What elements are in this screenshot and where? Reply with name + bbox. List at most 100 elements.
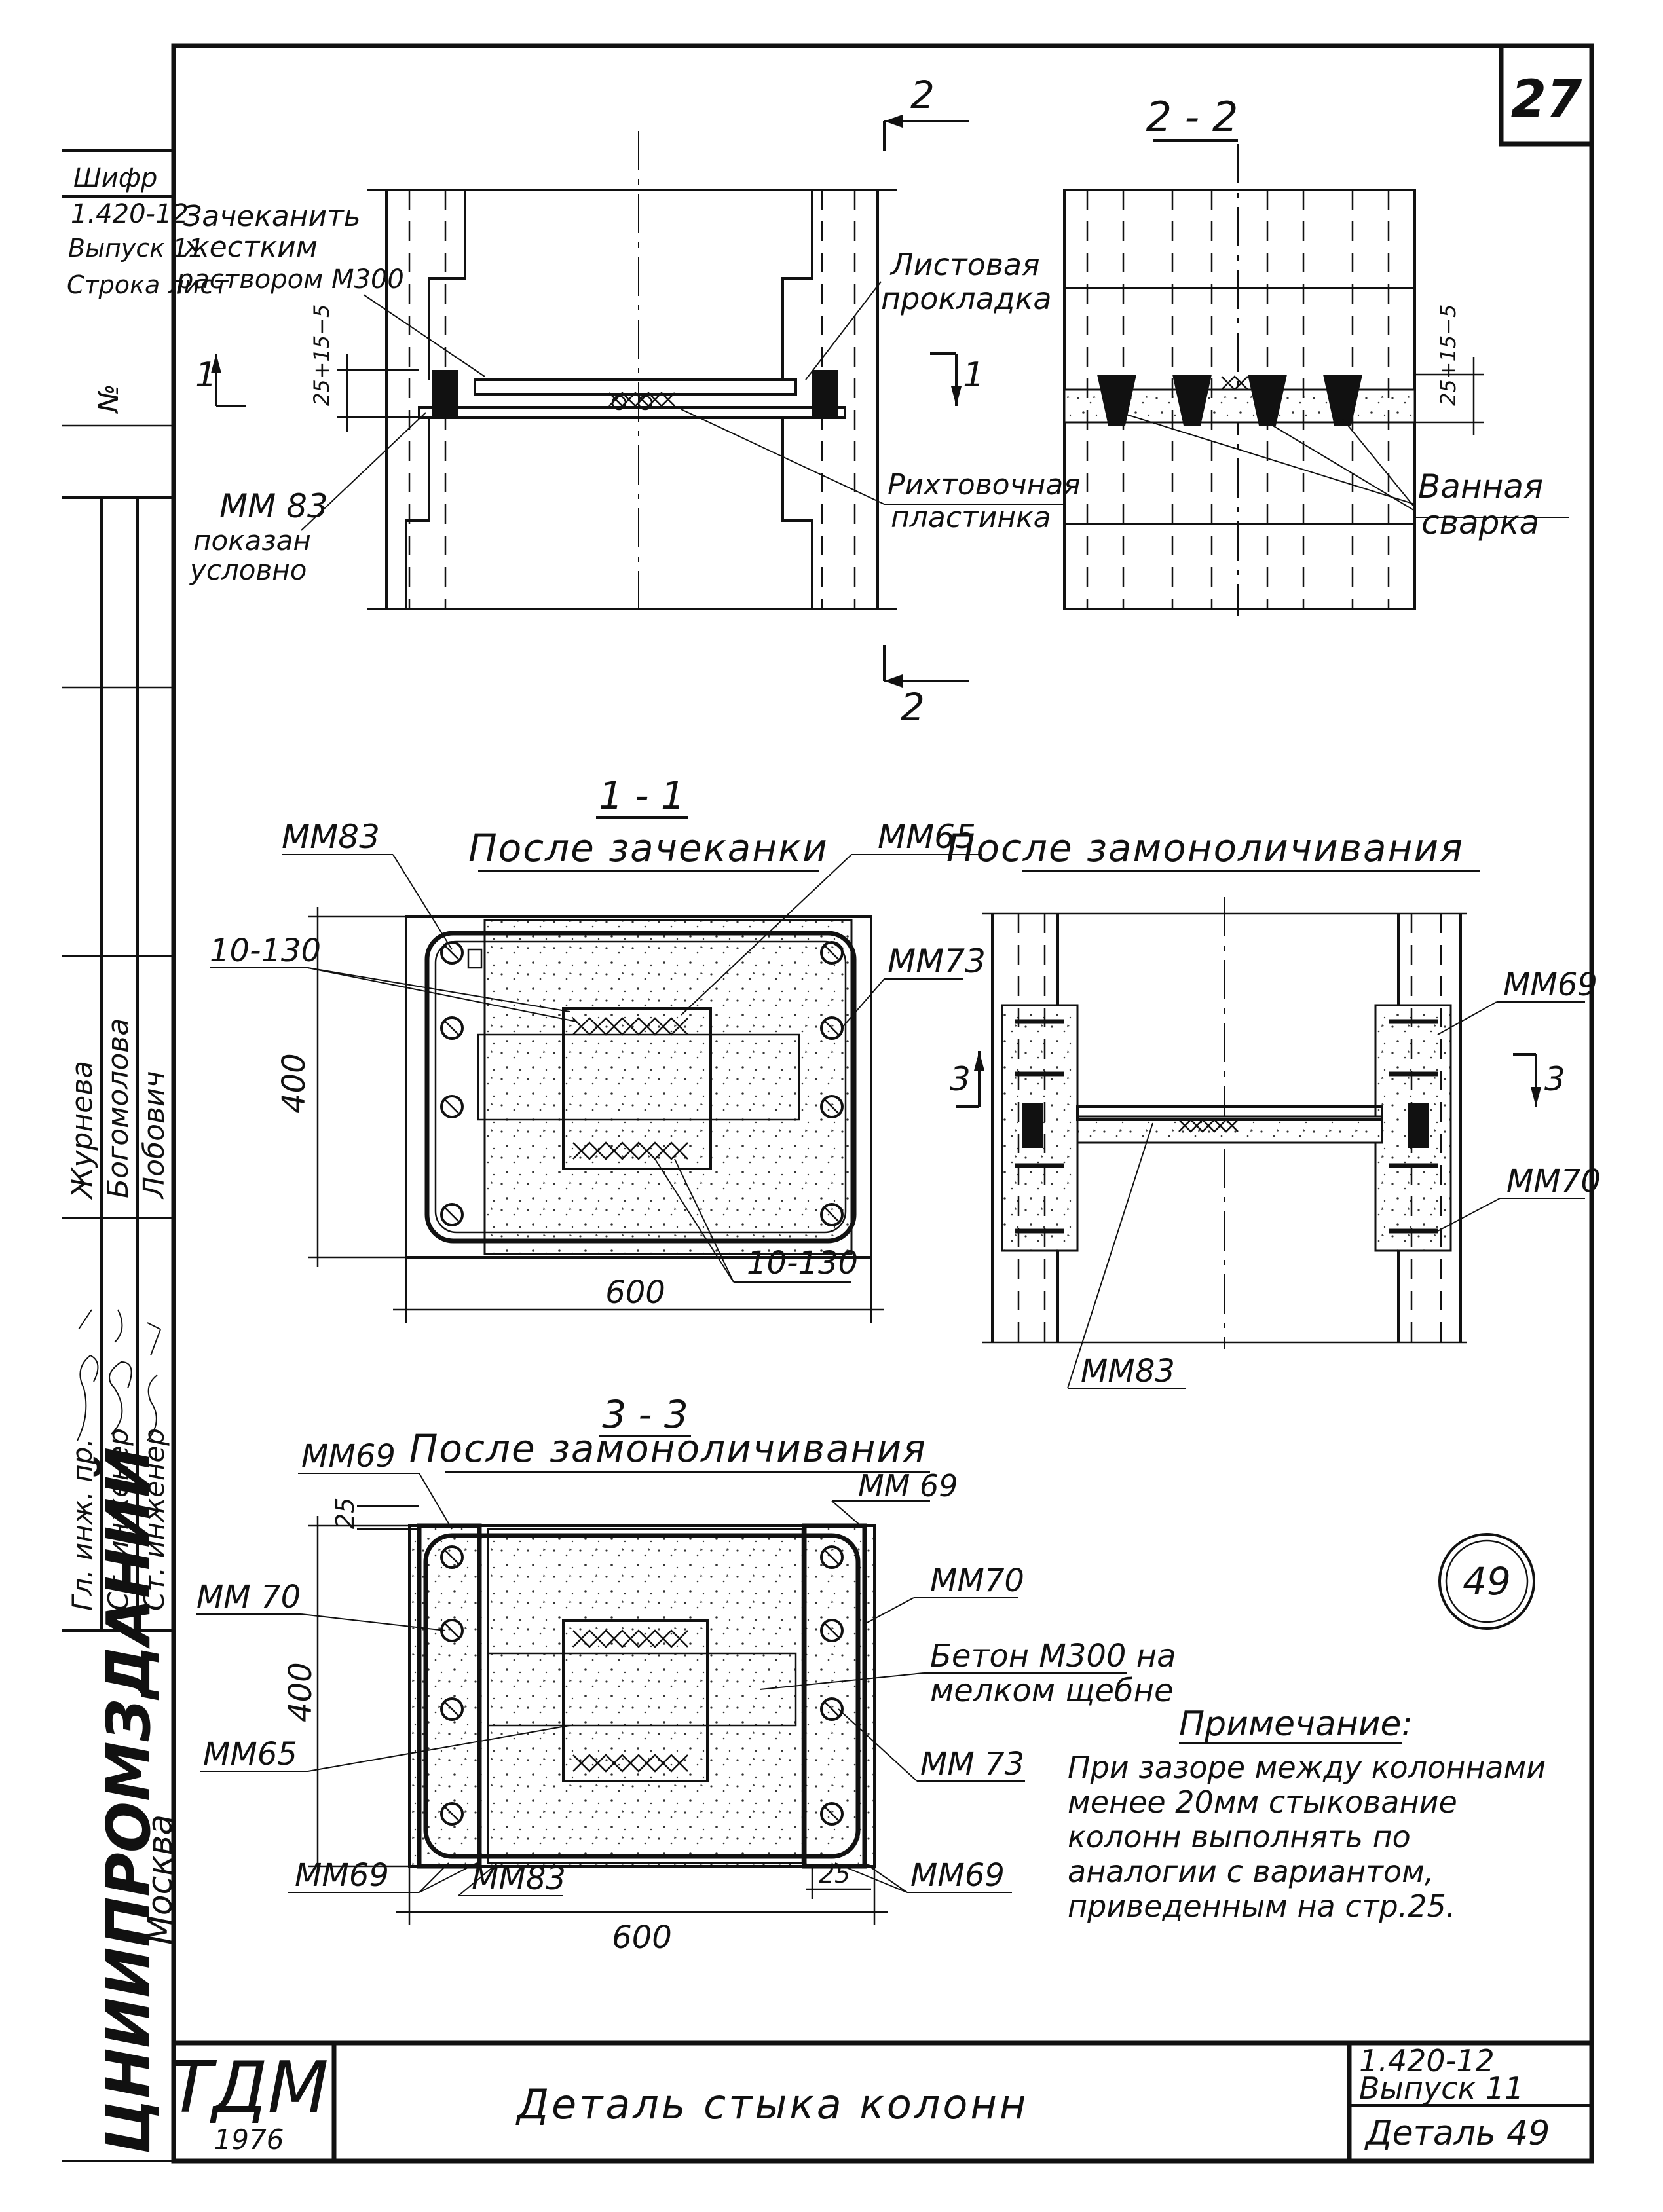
label-33-mm69-top-right: ММ 69 <box>858 1468 958 1503</box>
label-33-mm69-bottom-left: ММ69 <box>295 1857 389 1894</box>
note-line-3: колонн выполнять по <box>1068 1819 1411 1854</box>
section-33-height: 400 <box>282 1662 319 1722</box>
rebar-bars-11 <box>440 941 844 1226</box>
section-33-dim-bottom: 25 <box>819 1860 850 1889</box>
elevation-view: 2 2 1 1 25+15−5 Зачеканить жестким раств… <box>176 73 1081 729</box>
label-33-mm73: ММ 73 <box>920 1746 1024 1782</box>
signature-1 <box>77 1309 99 1441</box>
label-33-mm69-bottom-right: ММ69 <box>910 1857 1005 1894</box>
caulk-label-3: раствором М300 <box>176 265 404 295</box>
mm83-note-3: условно <box>189 554 307 586</box>
after-cut-right: 3 <box>1544 1060 1565 1098</box>
stirrups-right <box>1389 1019 1438 1234</box>
label-11-spacing-bottom: 10-130 <box>747 1245 858 1281</box>
stamp-line-2: 1.420-12 <box>71 199 189 229</box>
name-2: Богомолова <box>102 1018 135 1198</box>
sheet-pad-label-2: прокладка <box>881 281 1052 316</box>
gap-dim-left: 25+15−5 <box>309 304 334 406</box>
page-number: 27 <box>1511 70 1582 129</box>
series-code: 1.420-12 <box>1359 2043 1495 2078</box>
caulk-label-2: жестким <box>183 230 318 264</box>
label-11-mm65: ММ65 <box>878 818 976 856</box>
section-11-title: После зачеканки <box>468 826 829 870</box>
label-33-mm70-left: ММ 70 <box>196 1579 301 1615</box>
section-2-2: 2 - 2 25+15−5 Ванная сварка <box>1063 93 1569 616</box>
label-11-mm83: ММ83 <box>282 818 380 856</box>
role-3: Ст. инженер <box>138 1428 170 1611</box>
org-name: ЦНИИПРОМЗДАНИЙ <box>93 1447 164 2154</box>
concrete-note-2: мелком щебне <box>930 1672 1174 1709</box>
no-label: № <box>92 384 124 414</box>
stamp-line-4: Строка лист <box>67 270 229 299</box>
note-block: Примечание: При зазоре между колоннами м… <box>1068 1705 1546 1924</box>
stamp-line-1: Шифр <box>73 163 157 193</box>
detail-reference: Деталь 49 <box>1364 2114 1550 2153</box>
stamp-line-3: Выпуск 11 <box>68 234 204 263</box>
after-cut-left: 3 <box>950 1060 971 1098</box>
signature-2 <box>109 1309 132 1435</box>
section-33-dim-top: 25 <box>331 1498 360 1529</box>
org-city: Москва <box>141 1815 180 1945</box>
name-1: Журнева <box>65 1061 99 1200</box>
note-line-1: При зазоре между колоннами <box>1068 1750 1546 1785</box>
note-line-4: аналогии с вариантом, <box>1068 1854 1434 1889</box>
caulk-left <box>432 370 458 417</box>
label-33-mm69-top-left: ММ69 <box>301 1438 396 1475</box>
cut-mark-left: 1 <box>195 356 217 395</box>
sheet-pad-plate <box>474 378 797 396</box>
section-11-number: 1 - 1 <box>599 773 685 818</box>
detail-badge: 49 <box>1438 1533 1535 1630</box>
title-block: ТДМ 1976 Деталь стыка колонн 1.420-12 Вы… <box>169 2040 1592 2161</box>
gap-dim-22: 25+15−5 <box>1436 304 1461 406</box>
issue-number: Выпуск 11 <box>1359 2071 1523 2106</box>
sheet-pad-label-1: Листовая <box>889 247 1040 282</box>
shim-label-2: пластинка <box>891 501 1051 534</box>
section-33-title: После замоноличивания <box>409 1426 927 1471</box>
section-11-width: 600 <box>605 1274 665 1311</box>
caulk-right <box>812 370 838 417</box>
role-2: Ст. инженер <box>102 1428 134 1611</box>
shim-label-1: Рихтовочная <box>888 468 1081 502</box>
section-33-number: 3 - 3 <box>602 1392 688 1437</box>
label-after-mm70: ММ70 <box>1506 1163 1601 1200</box>
section-1-1: 1 - 1 После зачеканки 400 600 <box>210 773 986 1323</box>
section-11-height: 400 <box>276 1053 312 1113</box>
mm83-note-2: показан <box>193 525 311 557</box>
section-mark-top: 2 <box>910 73 935 117</box>
note-heading: Примечание: <box>1179 1705 1413 1744</box>
shim-plate <box>418 406 846 419</box>
left-margin: Шифр 1.420-12 Выпуск 11 Строка лист № Гл… <box>62 149 229 2162</box>
label-11-mm73: ММ73 <box>888 942 986 980</box>
label-after-mm83: ММ83 <box>1081 1353 1175 1390</box>
concrete-note-1: Бетон М300 на <box>930 1638 1176 1674</box>
drawing-title: Деталь стыка колонн <box>515 2080 1029 2128</box>
role-1: Гл. инж. пр. <box>66 1438 98 1611</box>
weld-label-1: Ванная <box>1418 468 1543 506</box>
note-line-5: приведенным на стр.25. <box>1068 1889 1455 1924</box>
weld-label-2: сварка <box>1421 504 1539 542</box>
after-view-title: После замоноличивания <box>946 826 1464 870</box>
page-number-box <box>1499 43 1594 147</box>
rebar-bars-33 <box>440 1545 844 1826</box>
label-33-mm70-right: ММ70 <box>930 1562 1024 1599</box>
note-line-2: менее 20мм стыкование <box>1068 1784 1457 1820</box>
detail-badge-number: 49 <box>1463 1559 1511 1604</box>
stamp-code: ТДМ <box>169 2047 329 2129</box>
stirrups-left <box>1015 1019 1064 1234</box>
signature-3 <box>147 1322 161 1441</box>
after-monolithing-view: После замоноличивания <box>946 826 1601 1390</box>
label-after-mm69: ММ69 <box>1503 967 1598 1003</box>
name-3: Лобович <box>138 1071 171 1200</box>
section-3-3: 3 - 3 После замоноличивания 400 25 <box>196 1392 1176 1956</box>
cut-mark-right: 1 <box>963 356 984 395</box>
stamp-year: 1976 <box>214 2124 284 2156</box>
mm83-note-1: ММ 83 <box>219 487 328 525</box>
label-33-mm83: ММ83 <box>472 1860 566 1897</box>
label-11-spacing-top: 10-130 <box>210 932 321 969</box>
caulk-label-1: Зачеканить <box>183 200 361 233</box>
section-mark-bottom: 2 <box>901 685 925 729</box>
sheet-frame: 27 <box>171 43 1594 2164</box>
label-33-mm65: ММ65 <box>203 1736 297 1773</box>
section-33-width: 600 <box>612 1919 672 1956</box>
